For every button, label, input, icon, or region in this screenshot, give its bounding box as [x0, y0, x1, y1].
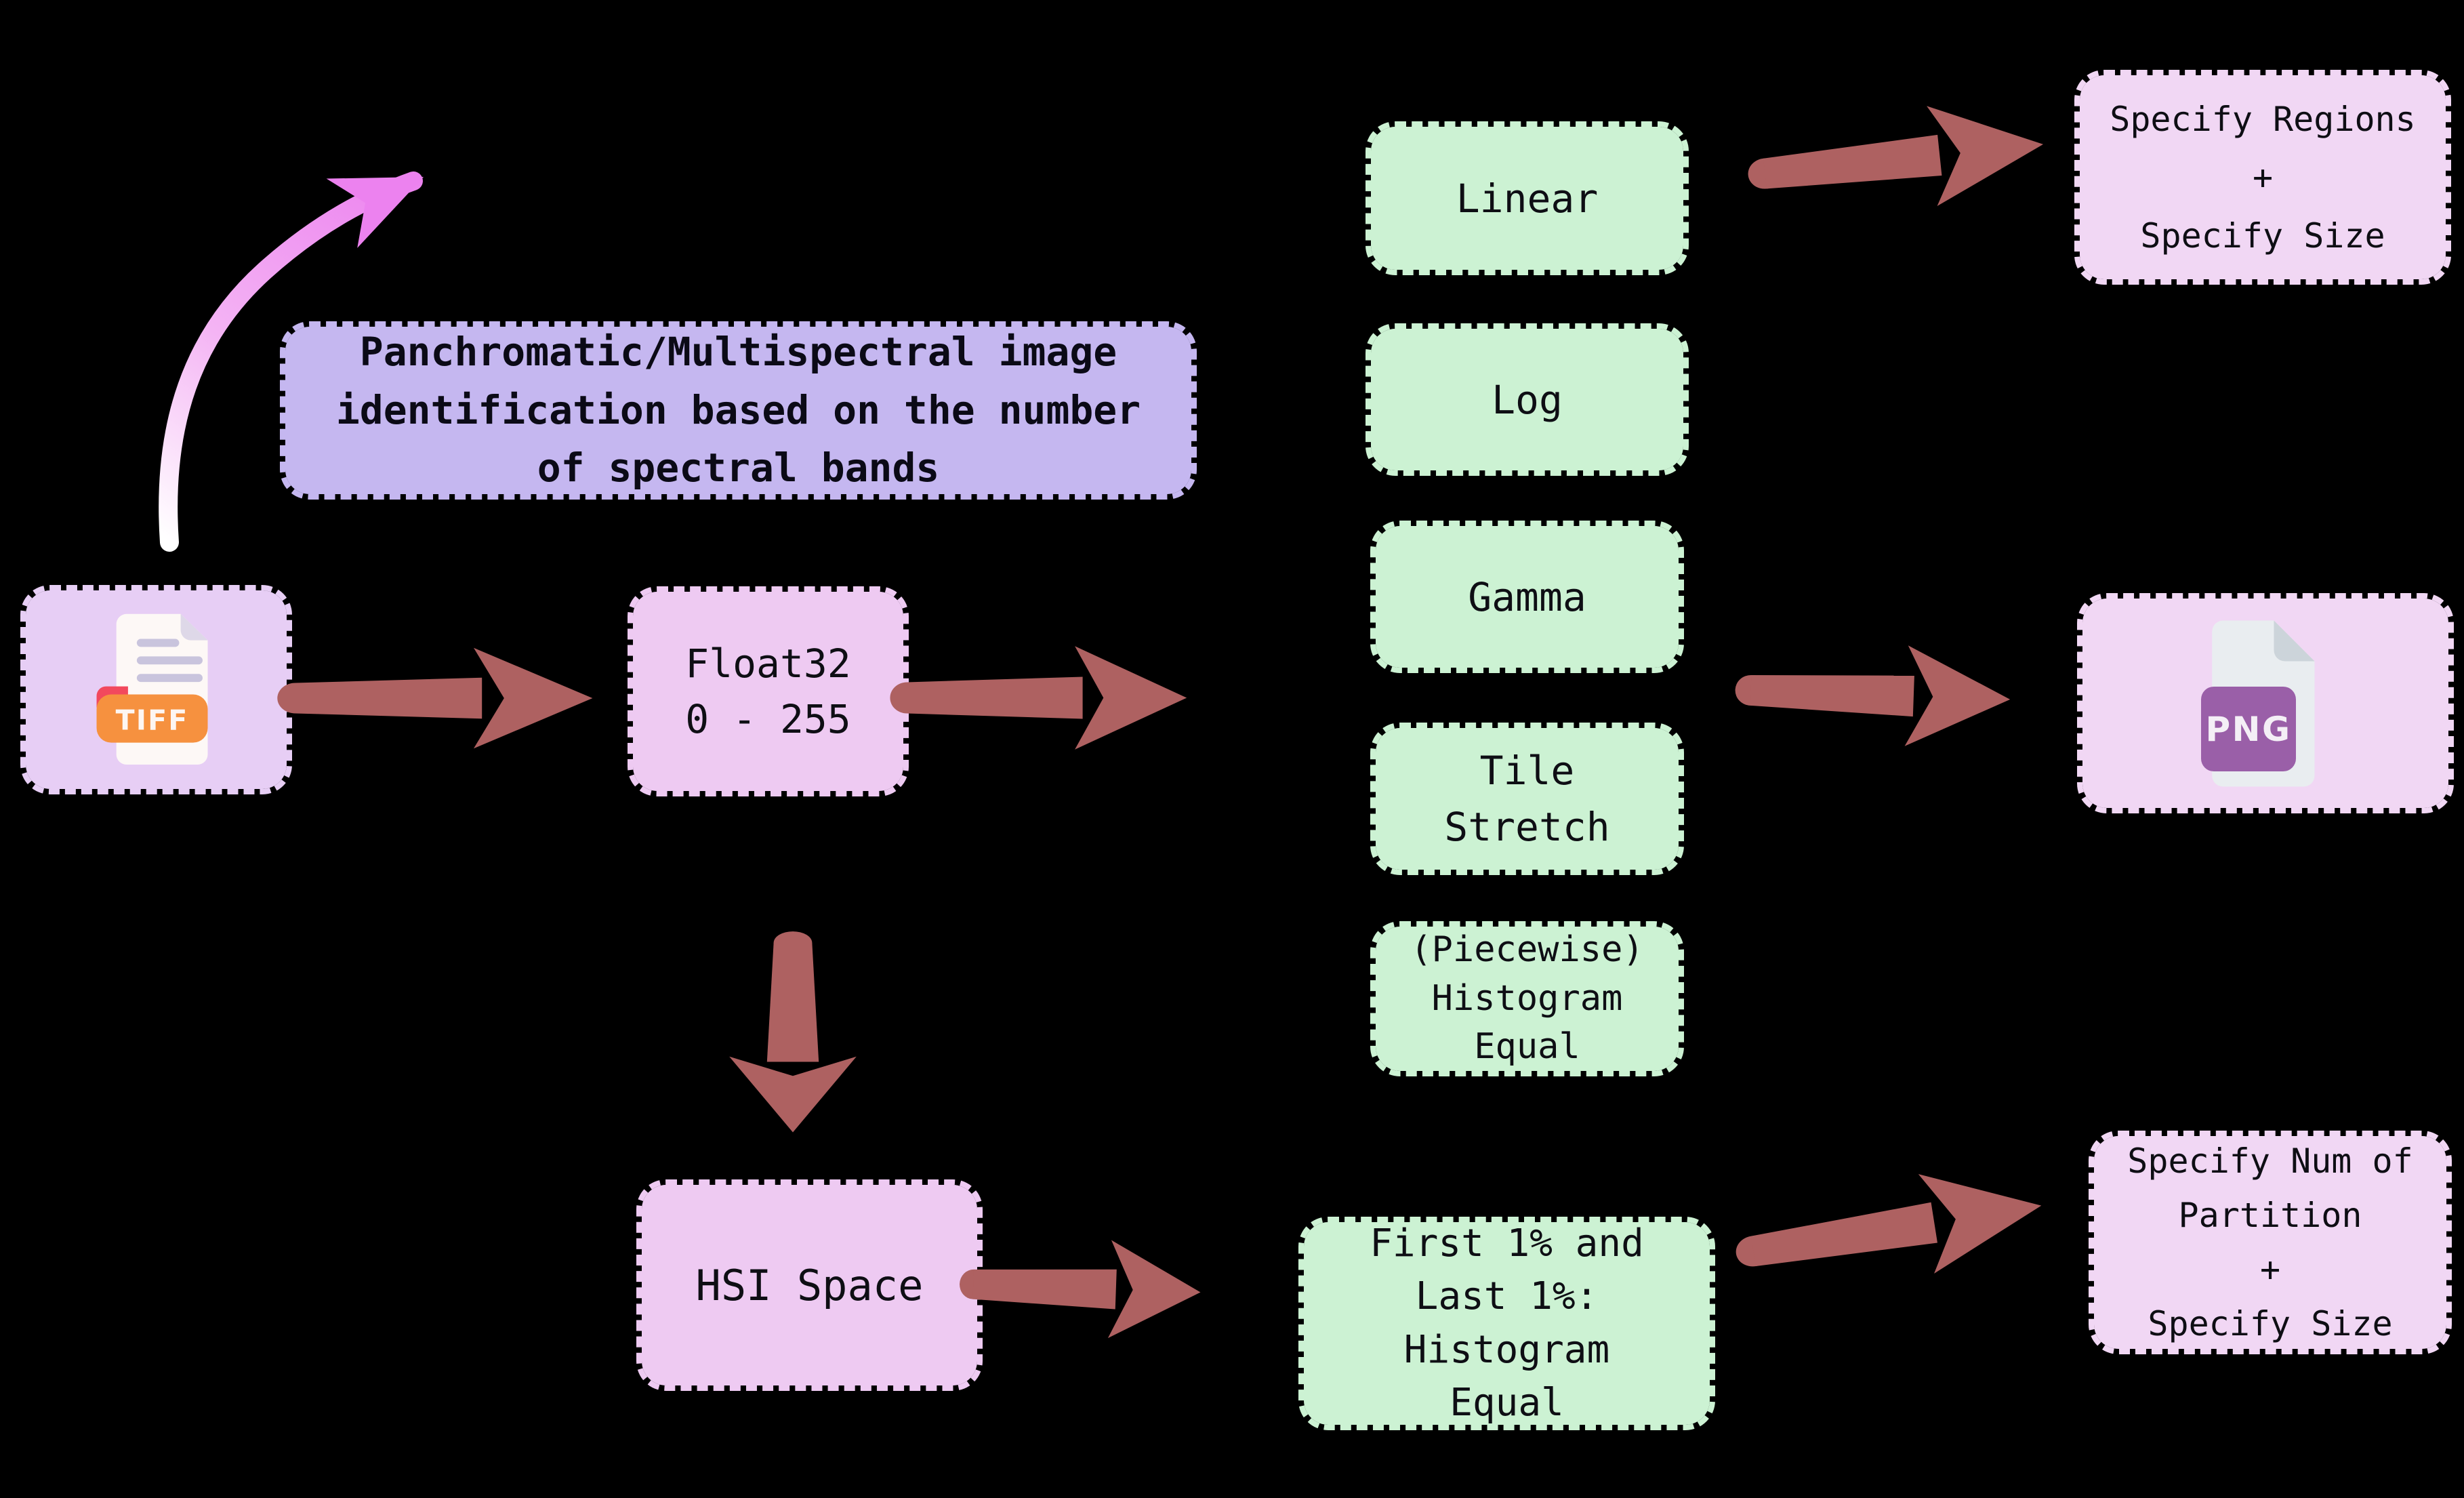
node-line: HSI Space	[695, 1260, 924, 1310]
node-line: +	[2252, 157, 2274, 197]
flow-arrow-float32-to-methods	[890, 646, 1187, 750]
tiff-badge-label: TIFF	[115, 704, 188, 736]
node-line: +	[2259, 1250, 2281, 1289]
node-line: Equal	[1450, 1380, 1564, 1425]
flow-arrow-linear-to-specify-regions	[1748, 106, 2044, 207]
node-log: Log	[1366, 323, 1689, 476]
flow-arrow-tiff-to-float32	[277, 647, 593, 749]
flow-arrow-float32-to-hsi	[729, 931, 857, 1133]
node-gamma: Gamma	[1370, 521, 1684, 673]
node-line: Specify Size	[2140, 216, 2385, 256]
node-line: Specify Size	[2148, 1304, 2393, 1343]
node-line: Log	[1492, 376, 1563, 423]
node-line: Float32	[685, 640, 851, 687]
tiff-file-icon: TIFF	[96, 613, 208, 765]
node-piecewise-histogram-equal: (Piecewise) Histogram Equal	[1370, 921, 1684, 1076]
node-line: Equal	[1474, 1026, 1580, 1068]
node-line: (Piecewise)	[1410, 929, 1644, 970]
node-line: Gamma	[1468, 573, 1586, 620]
node-tiff-file: TIFF	[20, 585, 292, 794]
banner-line: of spectral bands	[537, 445, 940, 491]
node-first-last-histogram-equal: First 1% and Last 1%: Histogram Equal	[1298, 1217, 1715, 1430]
node-specify-partition: Specify Num of Partition + Specify Size	[2089, 1131, 2452, 1354]
node-line: Partition	[2178, 1196, 2362, 1235]
node-line: Specify Regions	[2110, 99, 2416, 139]
node-hsi-space: HSI Space	[636, 1179, 983, 1391]
node-float32: Float32 0 - 255	[628, 586, 909, 796]
flow-arrow-methods-to-png	[1735, 645, 2011, 746]
node-line: Tile	[1479, 748, 1575, 794]
png-badge-label: PNG	[2205, 710, 2291, 749]
png-file-icon: PNG	[2201, 620, 2315, 786]
node-line: Stretch	[1444, 803, 1610, 850]
node-specify-regions: Specify Regions + Specify Size	[2074, 70, 2451, 285]
node-png-file: PNG	[2077, 593, 2454, 813]
node-line: First 1% and	[1370, 1221, 1644, 1266]
banner-panchromatic-note: Panchromatic/Multispectral image identif…	[280, 321, 1197, 500]
banner-line: identification based on the number	[335, 386, 1141, 433]
node-tile-stretch: Tile Stretch	[1370, 723, 1684, 875]
node-line: Last 1%:	[1415, 1274, 1599, 1319]
node-line: 0 - 255	[685, 696, 851, 742]
flow-arrow-first-last-to-partition	[1736, 1174, 2042, 1274]
banner-line: Panchromatic/Multispectral image	[359, 328, 1117, 375]
node-line: Histogram	[1403, 1327, 1610, 1372]
node-line: Linear	[1456, 175, 1599, 222]
flow-arrow-hsi-to-first-last	[960, 1240, 1201, 1339]
node-line: Histogram	[1431, 977, 1623, 1019]
curved-up-arrow-icon	[159, 171, 424, 552]
node-line: Specify Num of	[2127, 1141, 2413, 1181]
node-linear: Linear	[1366, 121, 1689, 275]
